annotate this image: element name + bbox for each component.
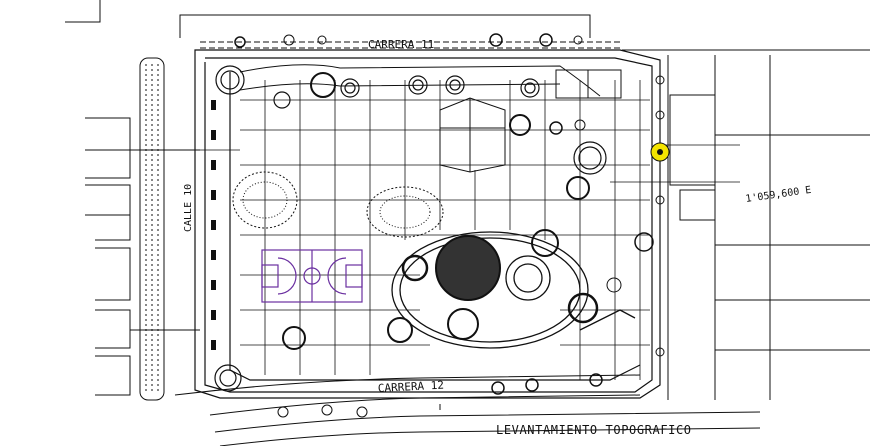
left-tree-pits (211, 100, 216, 350)
left-buildings (85, 117, 200, 396)
drawing-title: LEVANTAMIENTO TOPOGRAFICO (496, 423, 692, 437)
street-label-bottom: CARRERA 12 (377, 379, 444, 395)
left-sidewalk (139, 57, 165, 401)
bottom-roads (174, 374, 761, 446)
tree-clusters (232, 171, 444, 238)
trees (234, 33, 665, 418)
street-label-top: CARRERA 11 (368, 38, 434, 51)
right-buildings (622, 49, 870, 400)
basketball-court (261, 249, 363, 303)
top-block-outline (65, 0, 620, 49)
street-label-left: CALLE 10 (183, 184, 194, 232)
planters (214, 65, 607, 392)
central-plaza (391, 229, 636, 349)
top-promenade (239, 64, 622, 99)
highlight-marker-center (657, 149, 663, 155)
kiosk-building (439, 97, 506, 173)
